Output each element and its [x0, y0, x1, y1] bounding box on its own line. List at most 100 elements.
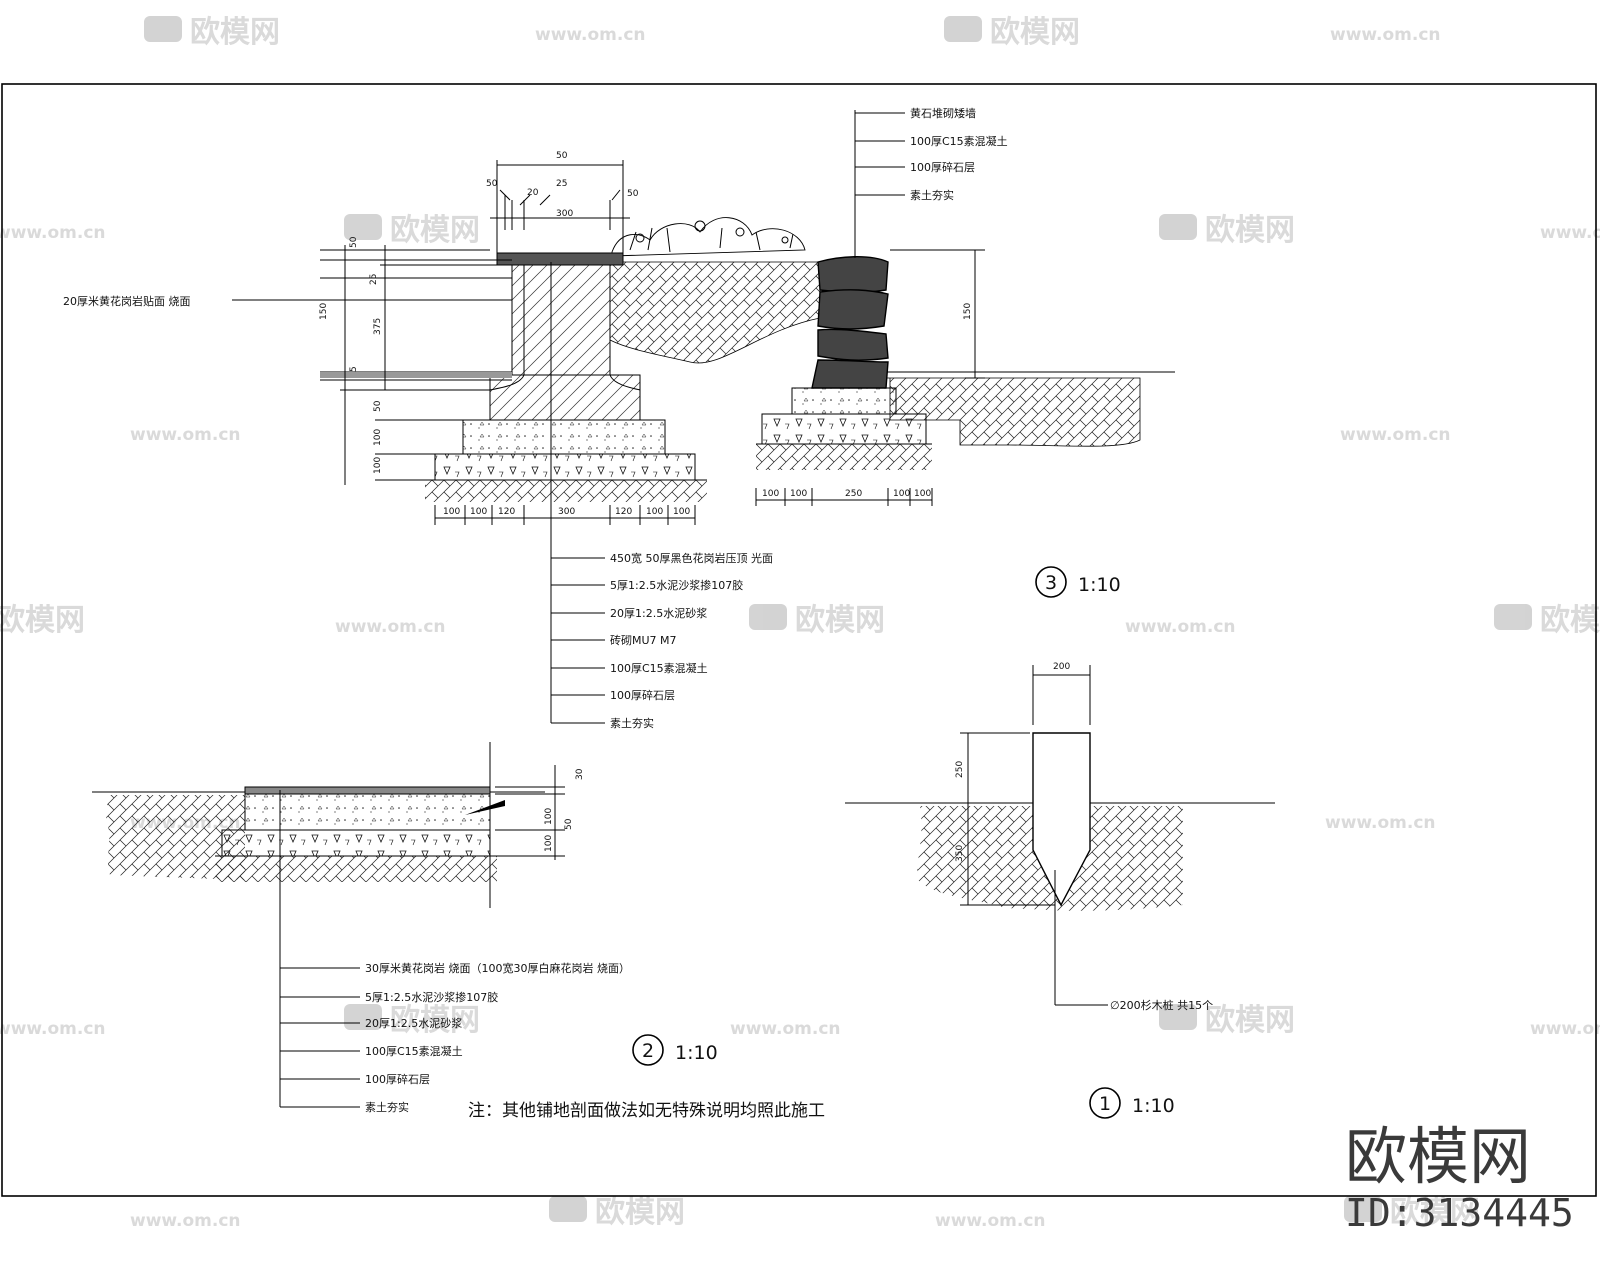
- watermark-url: www.om.cn: [1530, 1019, 1600, 1039]
- detail-3-section: 50 50 20 25 300 50 50 25 150 375 5 50 10…: [63, 106, 1175, 730]
- watermark-url: www.om.cn: [0, 1019, 106, 1039]
- stone-callout-0: 黄石堆砌矮墙: [910, 106, 976, 120]
- detail-3-scale: 1:10: [1078, 574, 1121, 596]
- watermark-url: www.om.cn: [0, 223, 106, 243]
- d2-dim-50: 50: [564, 818, 574, 830]
- wall-callout-2: 20厚1:2.5水泥砂浆: [610, 606, 707, 620]
- dim-left-100b: 100: [373, 457, 383, 474]
- drawing-border: [1, 83, 1597, 1197]
- pile-dim-below: 350: [955, 845, 965, 862]
- watermark-url: www.om.cn: [335, 617, 446, 637]
- watermark-sofa-icon: [344, 214, 382, 240]
- dim-top-20: 20: [527, 188, 539, 198]
- detail-3-number-circle: [1035, 566, 1067, 598]
- pile-dim-above: 250: [955, 761, 965, 778]
- dim-bottom-0: 100: [443, 507, 460, 517]
- dim-stone-2: 250: [845, 489, 862, 499]
- wall-callout-3: 砖砌MU7 M7: [610, 633, 677, 647]
- watermark-logo-text: 欧模网: [390, 213, 480, 248]
- side-cladding-label: 20厚米黄花岗岩贴面 烧面: [63, 294, 191, 308]
- dim-bottom-6: 100: [673, 507, 690, 517]
- d2-dim-100a: 100: [544, 808, 554, 825]
- dim-top-25: 25: [556, 179, 567, 189]
- watermark-sofa-icon: [1344, 1196, 1382, 1222]
- dim-top-total: 50: [556, 151, 568, 161]
- dim-bottom-1: 100: [470, 507, 487, 517]
- watermark-sofa-icon: [1159, 1004, 1197, 1030]
- dim-bottom-2: 120: [498, 507, 515, 517]
- watermark-logo-text: 欧模网: [1390, 1195, 1480, 1230]
- watermark-logo-text: 欧模网: [390, 1003, 480, 1038]
- brand-logo-text: 欧模网: [1345, 1120, 1531, 1193]
- detail-1-number-circle: [1089, 1087, 1121, 1119]
- dim-top-50b: 50: [627, 189, 639, 199]
- watermark-url: www.om.cn: [130, 425, 241, 445]
- dim-left-25: 25: [369, 274, 379, 285]
- dim-stone-1: 100: [790, 489, 807, 499]
- dim-left-375: 375: [373, 318, 383, 335]
- detail-1-section: 200 250 350 ∅200杉木桩 共15个 1 1:10: [845, 662, 1275, 1119]
- watermark-sofa-icon: [1494, 604, 1532, 630]
- watermark-logo-text: 欧模网: [0, 603, 85, 638]
- dim-bottom-5: 100: [646, 507, 663, 517]
- watermark-url: www.om.cn: [1540, 223, 1600, 243]
- paving-callout-4: 100厚碎石层: [365, 1072, 430, 1086]
- watermark-sofa-icon: [749, 604, 787, 630]
- dim-stone-3: 100: [893, 489, 910, 499]
- watermark-logo-text: 欧模网: [1205, 213, 1295, 248]
- paving-callout-3: 100厚C15素混凝土: [365, 1044, 463, 1058]
- wall-callout-1: 5厚1:2.5水泥沙浆掺107胶: [610, 578, 743, 592]
- watermark-url: www.om.cn: [130, 1211, 241, 1231]
- wall-callout-6: 素土夯实: [610, 716, 654, 730]
- watermark-url: www.om.cn: [1330, 25, 1441, 45]
- watermark-sofa-icon: [1159, 214, 1197, 240]
- dim-bottom-3: 300: [558, 507, 575, 517]
- pile-dim-width: 200: [1053, 662, 1070, 672]
- watermark-logo-text: 欧模网: [1205, 1003, 1295, 1038]
- detail-2-section: 30 50 100 100 30厚米黄花岗岩 烧面（100宽30厚白麻花岗岩 烧…: [92, 742, 825, 1121]
- dim-top-50a: 50: [486, 179, 498, 189]
- dim-stone-4: 100: [914, 489, 931, 499]
- stone-callout-1: 100厚C15素混凝土: [910, 134, 1008, 148]
- watermark-layer: 欧模网欧模网欧模网欧模网欧模网欧模网欧模网欧模网欧模网欧模网欧模网www.om.…: [0, 15, 1600, 1231]
- detail-1-scale: 1:10: [1132, 1095, 1175, 1117]
- brand-id: ID:3134445: [1345, 1191, 1574, 1235]
- wall-callout-4: 100厚C15素混凝土: [610, 661, 708, 675]
- watermark-url: www.om.cn: [1340, 425, 1451, 445]
- pile-callout: ∅200杉木桩 共15个: [1110, 998, 1213, 1012]
- watermark-logo-text: 欧模网: [1540, 603, 1600, 638]
- watermark-url: www.om.cn: [535, 25, 646, 45]
- paving-callout-0: 30厚米黄花岗岩 烧面（100宽30厚白麻花岗岩 烧面）: [365, 961, 630, 975]
- watermark-logo-text: 欧模网: [990, 15, 1080, 50]
- detail-2-number-circle: [632, 1034, 664, 1066]
- watermark-url: www.om.cn: [730, 1019, 841, 1039]
- watermark-sofa-icon: [549, 1196, 587, 1222]
- paving-callout-2: 20厚1:2.5水泥砂浆: [365, 1016, 462, 1030]
- wall-callout-5: 100厚碎石层: [610, 688, 675, 702]
- dim-top-300: 300: [556, 209, 573, 219]
- dim-left-5: 5: [349, 366, 359, 372]
- watermark-logo-text: 欧模网: [795, 603, 885, 638]
- watermark-logo-text: 欧模网: [595, 1195, 685, 1230]
- dim-stone-0: 100: [762, 489, 779, 499]
- watermark-sofa-icon: [944, 16, 982, 42]
- watermark-url: www.om.cn: [1125, 617, 1236, 637]
- detail-2-number: 2: [642, 1040, 654, 1062]
- watermark-url: www.om.cn: [935, 1211, 1046, 1231]
- dim-left-50: 50: [349, 236, 359, 248]
- stone-callout-2: 100厚碎石层: [910, 160, 975, 174]
- construction-note: 注：其他铺地剖面做法如无特殊说明均照此施工: [468, 1101, 825, 1121]
- paving-callout-5: 素土夯实: [365, 1100, 409, 1114]
- d2-dim-30: 30: [575, 768, 585, 780]
- paving-callout-1: 5厚1:2.5水泥沙浆掺107胶: [365, 990, 498, 1004]
- detail-3-number: 3: [1045, 572, 1057, 594]
- d2-dim-100b: 100: [544, 835, 554, 852]
- watermark-logo-text: 欧模网: [190, 15, 280, 50]
- detail-2-scale: 1:10: [675, 1042, 718, 1064]
- detail-1-number: 1: [1099, 1093, 1111, 1115]
- watermark-sofa-icon: [144, 16, 182, 42]
- dim-stone-height: 150: [963, 303, 973, 320]
- dim-left-50b: 50: [373, 400, 383, 412]
- dim-left-150: 150: [319, 303, 329, 320]
